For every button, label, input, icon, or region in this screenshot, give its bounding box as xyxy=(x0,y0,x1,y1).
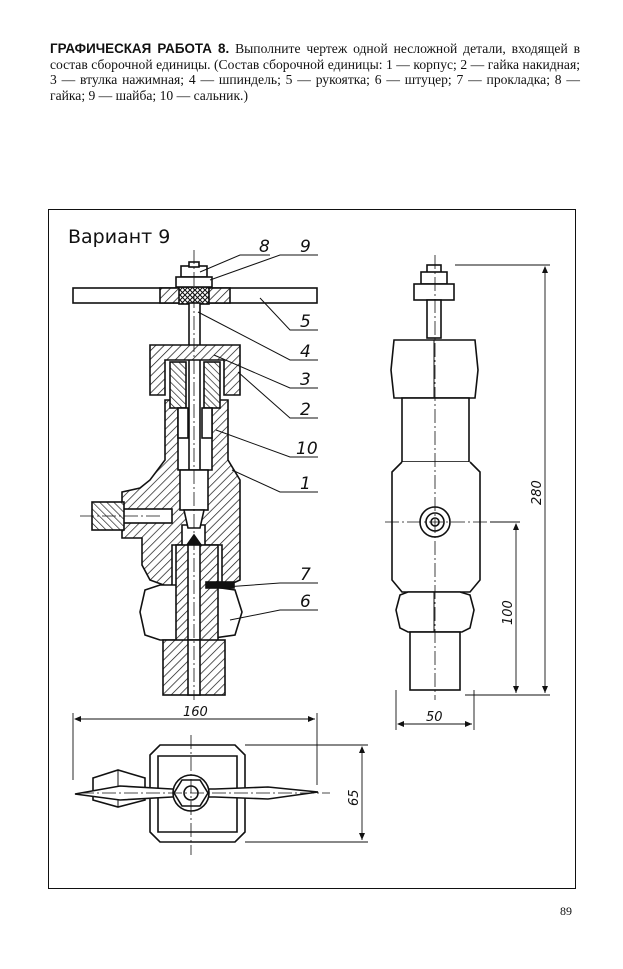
side-view-dimension-values: 280 100 50 xyxy=(426,480,545,725)
assignment-heading: ГРАФИЧЕСКАЯ РАБОТА 8. xyxy=(50,41,230,56)
front-section-view xyxy=(72,250,318,700)
top-view-dimensions xyxy=(72,713,368,843)
dim-160: 160 xyxy=(183,705,208,720)
callout-numbers: 8 9 5 4 3 2 10 1 7 6 xyxy=(259,237,318,612)
callout-7: 7 xyxy=(300,565,311,585)
assignment-text: Выполните чертеж одной несложной детали,… xyxy=(50,41,581,103)
callout-10: 10 xyxy=(296,439,318,459)
page-number: 89 xyxy=(560,904,572,918)
callout-1: 1 xyxy=(300,474,311,494)
dim-65: 65 xyxy=(347,789,362,806)
callout-4: 4 xyxy=(300,342,311,362)
top-view xyxy=(74,735,330,855)
callout-3: 3 xyxy=(300,370,311,390)
assignment-paragraph: ГРАФИЧЕСКАЯ РАБОТА 8. Выполните чертеж о… xyxy=(50,41,580,103)
drawing-frame xyxy=(48,209,576,889)
callout-8: 8 xyxy=(259,237,270,257)
dim-50: 50 xyxy=(426,710,443,725)
callout-9: 9 xyxy=(300,237,311,257)
dim-280: 280 xyxy=(530,480,545,505)
callout-6: 6 xyxy=(300,592,311,612)
top-view-dimension-values: 160 65 xyxy=(183,705,362,806)
side-view-dimensions xyxy=(395,264,550,730)
callout-leaders xyxy=(197,254,318,621)
callout-5: 5 xyxy=(300,312,311,332)
variant-title: Вариант 9 xyxy=(68,226,170,248)
callout-2: 2 xyxy=(300,400,311,420)
dim-100: 100 xyxy=(501,600,516,625)
side-view xyxy=(385,255,490,700)
